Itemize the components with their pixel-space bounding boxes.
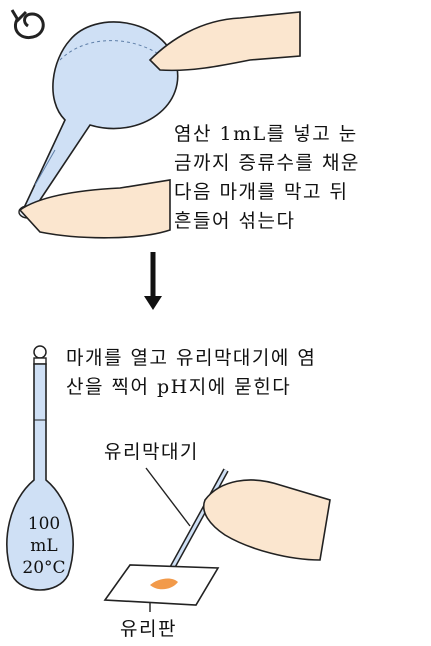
- step-1-line: 염산 1mL를 넣고 눈: [174, 123, 358, 145]
- hand-bottom: [18, 179, 171, 239]
- down-arrow-icon: [144, 252, 162, 310]
- volumetric-flask: [6, 345, 74, 591]
- ph-paper: [150, 578, 178, 590]
- tilted-volumetric-flask: [18, 21, 179, 219]
- step-1-line: 흔들어 섞는다: [174, 210, 296, 232]
- flask-volume: 100: [27, 514, 61, 534]
- flask-unit: mL: [30, 536, 58, 556]
- glass-plate-label: 유리판: [120, 618, 177, 640]
- step-1-line: 금까지 증류수를 채운: [174, 152, 360, 174]
- rotation-arrow-icon: [10, 9, 45, 39]
- step-1-line: 다음 마개를 막고 뒤: [174, 181, 349, 203]
- hand-rod: [203, 479, 331, 561]
- step-2-instructions: 마개를 열고 유리막대기에 염 산을 찍어 pH지에 묻힌다: [66, 344, 316, 402]
- glass-rod-label: 유리막대기: [104, 441, 199, 463]
- glass-plate: [103, 564, 220, 612]
- step-2-line: 산을 찍어 pH지에 묻힌다: [66, 376, 292, 398]
- step-2-line: 마개를 열고 유리막대기에 염: [66, 347, 317, 369]
- flask-temperature: 20°C: [22, 558, 66, 578]
- hand-top: [148, 11, 301, 72]
- step-1-instructions: 염산 1mL를 넣고 눈 금까지 증류수를 채운 다음 마개를 막고 뒤 흔들어…: [174, 120, 360, 236]
